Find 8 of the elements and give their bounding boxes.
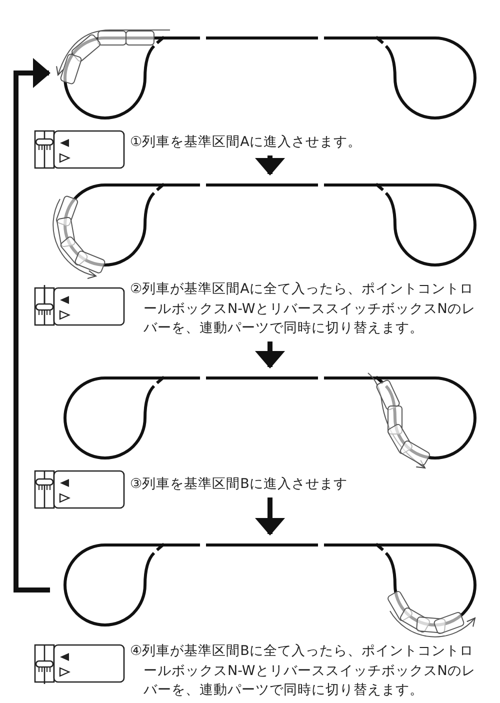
step-instruction: ④列車が基準区間Bに全て入ったら、ポイントコントロールボックスN-WとリバーススイッチボックスNのレバーを、連動パーツで同時に切り替えます。 — [130, 642, 476, 700]
step-instruction: ②列車が基準区間Aに全て入ったら、ポイントコントロールボックスN-WとリバーススイッチボックスNのレバーを、連動パーツで同時に切り替えます。 — [130, 280, 476, 338]
flow-arrow — [255, 498, 285, 536]
step-instruction: ③列車を基準区間Bに進入させます — [130, 475, 348, 494]
step-instruction: ①列車を基準区間Aに進入させます。 — [130, 133, 362, 152]
flow-arrow — [255, 156, 285, 176]
flow-arrow — [255, 342, 285, 368]
flow-arrow — [14, 58, 50, 592]
